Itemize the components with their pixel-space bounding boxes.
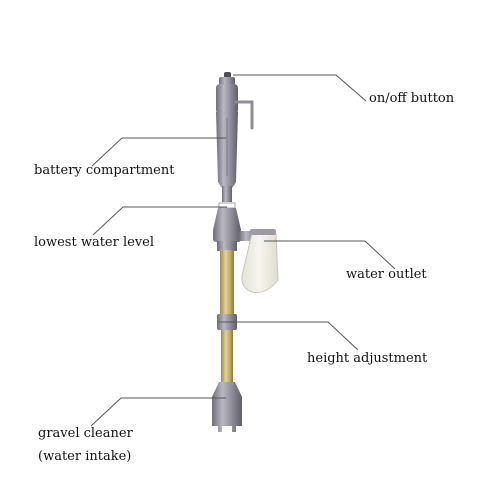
label-water-intake: (water intake) bbox=[38, 449, 132, 464]
leader-height bbox=[227, 321, 359, 351]
on-off-button bbox=[224, 72, 231, 78]
gravel-cleaner-head bbox=[212, 382, 242, 432]
leader-lines bbox=[90, 74, 396, 427]
label-height-adjustment: height adjustment bbox=[307, 351, 428, 366]
leader-gravel bbox=[90, 397, 226, 427]
label-on-off-button: on/off button bbox=[369, 91, 455, 106]
vacuum-device bbox=[212, 72, 279, 432]
leader-battery bbox=[91, 137, 226, 167]
leader-water-outlet bbox=[264, 240, 396, 270]
hanging-hook bbox=[234, 100, 254, 130]
upper-tube bbox=[220, 250, 234, 318]
label-lowest-water-level: lowest water level bbox=[34, 235, 155, 250]
leader-on-off bbox=[233, 74, 367, 102]
label-gravel-cleaner: gravel cleaner bbox=[38, 426, 133, 441]
leader-lowest-water bbox=[92, 206, 227, 236]
label-battery-compartment: battery compartment bbox=[34, 163, 175, 178]
label-water-outlet: water outlet bbox=[346, 267, 427, 282]
lower-tube bbox=[221, 330, 233, 384]
